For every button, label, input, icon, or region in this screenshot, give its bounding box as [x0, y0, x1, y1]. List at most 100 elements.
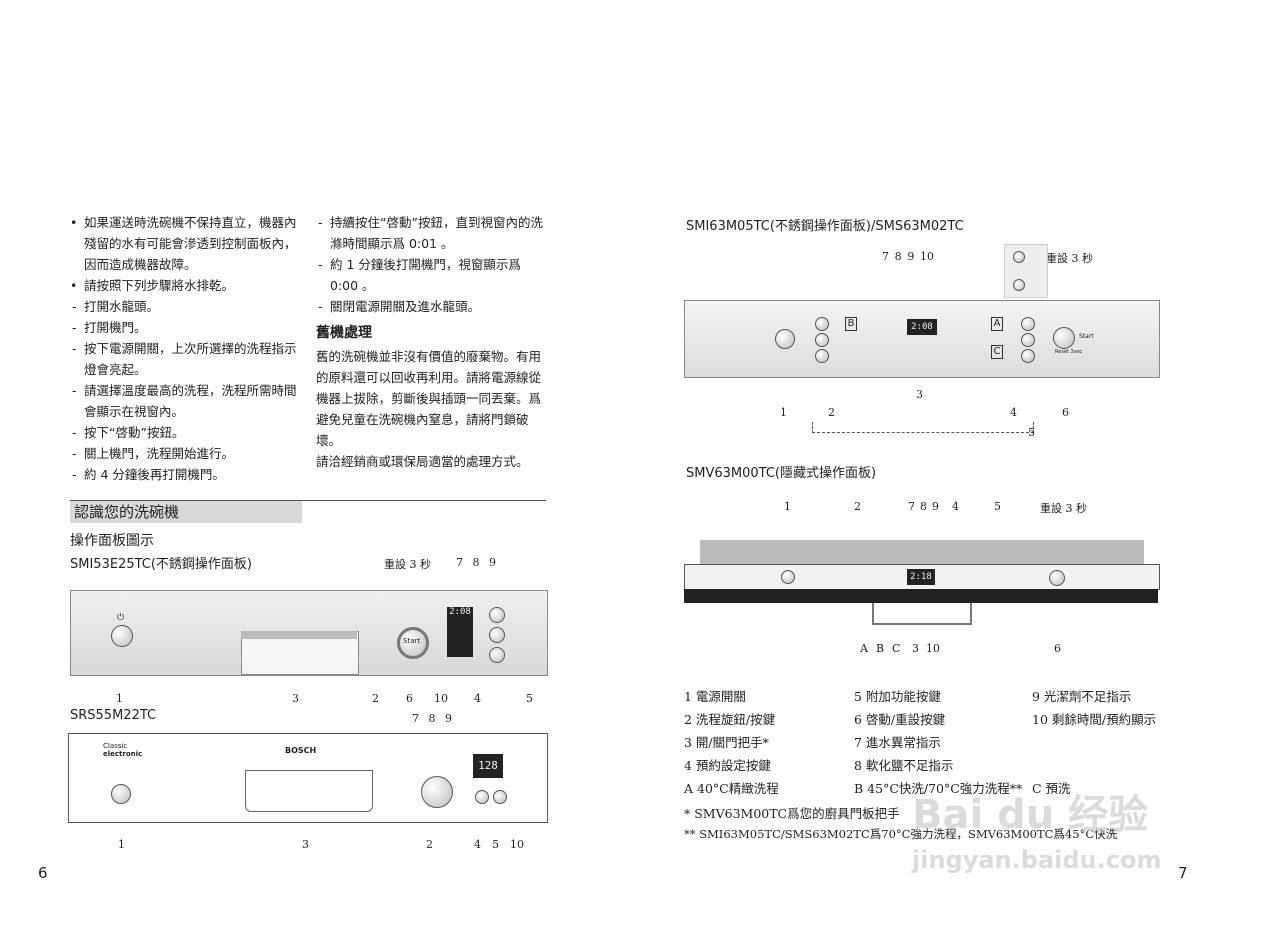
callout-8: 8: [894, 250, 902, 263]
top-callouts: 7 8 9: [456, 556, 496, 569]
start-button[interactable]: [397, 627, 429, 659]
bottom-callouts-4: A B C 3 10 6: [860, 642, 1070, 656]
callout-9: 9: [932, 500, 939, 513]
page-number-right: 7: [1178, 864, 1188, 882]
disposal-paragraph-2: 請洽經銷商或環保局適當的處理方式。: [316, 454, 529, 469]
watermark-logo: Bai du 经验: [912, 792, 1149, 838]
footnote-1: * SMV63M00TC爲您的廚具門板把手: [684, 806, 900, 821]
callout-6: 6: [406, 692, 413, 705]
extra-function-button[interactable]: [489, 647, 505, 663]
legend-item: B 45°C快洗/70°C強力洗程**: [854, 781, 1023, 796]
legend-item: [1032, 732, 1184, 751]
bottom-callouts: 1 3 2 6 10 4 5: [116, 692, 536, 706]
callout-8: 8: [428, 712, 436, 725]
model-title-smv63: SMV63M00TC(隱藏式操作面板): [686, 466, 877, 481]
section-rule: [70, 500, 546, 501]
bottom-callouts-2: 1 3 2 4 5 10: [118, 838, 528, 852]
delay-plus-button[interactable]: [1021, 317, 1035, 331]
power-button[interactable]: [111, 625, 133, 647]
callout-4: 4: [952, 500, 959, 513]
plus-button[interactable]: [1013, 251, 1025, 263]
callout-3: 3: [292, 692, 299, 705]
bosch-logo: BOSCH: [285, 746, 317, 755]
box-c: C: [991, 345, 1003, 359]
bottom-callouts-3: 1 2 3 4 5 6: [780, 388, 1080, 439]
legend-item: 5 附加功能按鍵: [854, 689, 941, 704]
program-button-1[interactable]: [815, 317, 829, 331]
door-handle[interactable]: [872, 603, 972, 625]
program-button-2[interactable]: [815, 333, 829, 347]
display-value: 2:08: [449, 607, 471, 617]
callout-a: A: [860, 642, 868, 655]
footnote-2: ** SMI63M05TC/SMS63M02TC爲70°C強力洗程，SMV63M…: [684, 827, 1118, 841]
display-value: 2:18: [910, 572, 932, 582]
disposal-paragraph: 舊的洗碗機並非沒有價值的廢棄物。有用的原料還可以回收再利用。請將電源線從機器上拔…: [316, 349, 542, 448]
program-button-3[interactable]: [815, 349, 829, 363]
power-button[interactable]: [781, 570, 795, 584]
legend-item: C 預洗: [1032, 781, 1071, 796]
page-number-left: 6: [38, 864, 48, 882]
left-column-2: 持續按住“啓動”按鈕，直到視窗內的洗滌時間顯示爲 0:01 。 約 1 分鐘後打…: [316, 212, 548, 472]
power-button[interactable]: [111, 784, 131, 804]
disposal-heading: 舊機處理: [316, 325, 372, 341]
reset-label: 重設 3 秒: [384, 558, 431, 571]
control-panel-smi63: B 2:08 A C Start Reset 3sec: [684, 300, 1160, 378]
extra-button[interactable]: [493, 790, 507, 804]
minus-button[interactable]: [1013, 279, 1025, 291]
callout-9: 9: [907, 250, 915, 263]
bullet-item: 請按照下列步驟將水排乾。: [70, 275, 306, 296]
callout-1: 1: [118, 838, 125, 851]
callout-2: 2: [372, 692, 379, 705]
callout-3: 3: [302, 838, 309, 851]
callout-5: 5: [994, 500, 1001, 513]
callout-b: B: [876, 642, 885, 655]
legend-item: 1 電源開關: [684, 689, 746, 704]
display-value: 128: [478, 759, 498, 772]
bullet-item: 如果運送時洗碗機不保持直立，機器內殘留的水有可能會滲透到控制面板內，因而造成機器…: [70, 212, 306, 275]
start-button[interactable]: [1049, 570, 1065, 586]
delay-minus-button[interactable]: [1021, 349, 1035, 363]
callout-4: 4: [474, 692, 481, 705]
delay-button[interactable]: [475, 790, 489, 804]
step-item: 關閉電源開關及進水龍頭。: [316, 296, 548, 317]
door-handle[interactable]: [245, 770, 373, 812]
callout-10: 10: [434, 692, 448, 705]
delay-timer-button[interactable]: [1021, 333, 1035, 347]
callout-9: 9: [445, 712, 452, 725]
top-callouts-2: 7 8 9: [412, 712, 452, 725]
callout-3: 3: [912, 642, 919, 655]
start-button[interactable]: [1053, 327, 1075, 349]
legend-item: 7 進水異常指示: [854, 735, 941, 750]
door-bottom: [684, 589, 1158, 603]
legend-item: 8 軟化鹽不足指示: [854, 758, 954, 773]
callout-8: 8: [920, 500, 927, 513]
legend-item: 4 預約設定按鍵: [684, 758, 771, 773]
brand-small-1: Classic: [103, 742, 128, 750]
control-strip-smv63: 2:18: [684, 564, 1160, 590]
legend-item: 3 開/關門把手*: [684, 735, 769, 750]
control-panel-smi53: ⏻ Start 2:08: [70, 590, 548, 676]
callout-1: 1: [116, 692, 123, 705]
delay-minus-button[interactable]: [489, 627, 505, 643]
panel-subtitle: 操作面板圖示: [70, 533, 154, 549]
start-label: Start: [1079, 333, 1094, 340]
power-button[interactable]: [775, 329, 795, 349]
left-column-1: 如果運送時洗碗機不保持直立，機器內殘留的水有可能會滲透到控制面板內，因而造成機器…: [70, 212, 306, 485]
callout-2: 2: [426, 838, 433, 851]
callout-1: 1: [780, 406, 787, 419]
top-callouts-3: 7 8 9 10: [882, 250, 934, 263]
callout-5: 5: [1028, 426, 1035, 439]
time-display: 2:08: [447, 607, 473, 657]
legend-item: A 40°C精緻洗程: [684, 781, 779, 796]
callout-10: 10: [919, 250, 934, 263]
delay-plus-button[interactable]: [489, 607, 505, 623]
model-title-smi53: SMI53E25TC(不銹鋼操作面板): [70, 557, 253, 572]
start-label: Start: [403, 637, 421, 645]
step-item: 持續按住“啓動”按鈕，直到視窗內的洗滌時間顯示爲 0:01 。: [316, 212, 548, 254]
box-b: B: [845, 317, 857, 331]
section-title: 認識您的洗碗機: [70, 501, 302, 523]
start-sub-label: Reset 3sec: [1055, 349, 1083, 355]
program-knob[interactable]: [421, 776, 453, 808]
callout-7: 7: [412, 712, 419, 725]
